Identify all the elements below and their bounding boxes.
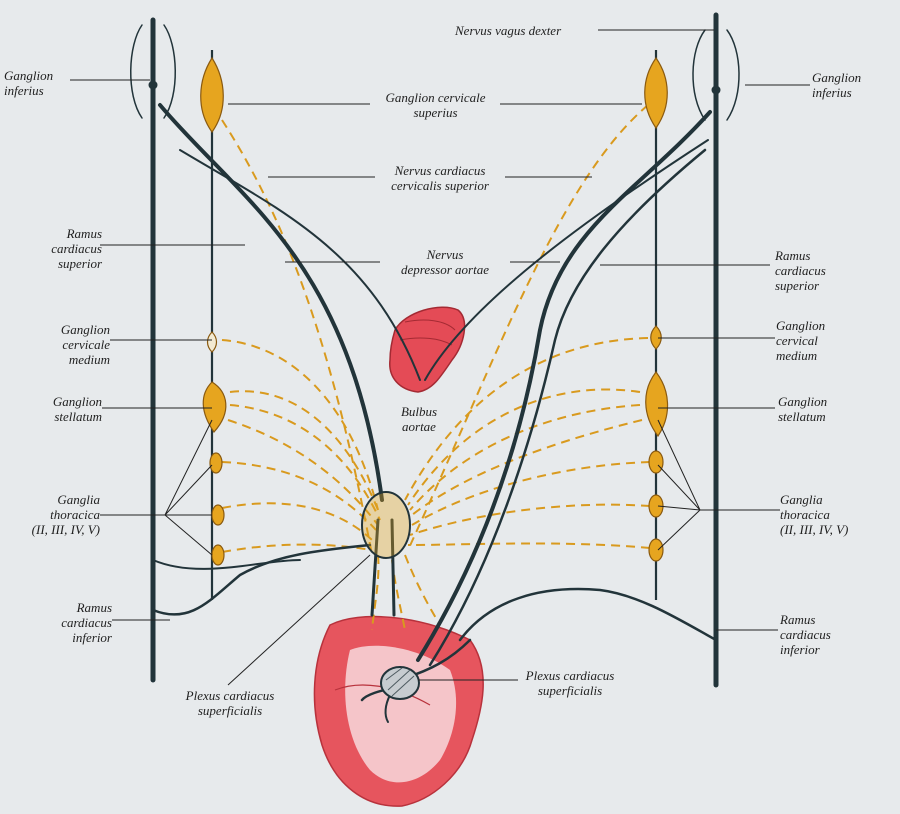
label-ramus-cardiacus-inferior-right: Ramus cardiacus inferior — [780, 612, 831, 657]
right-stellate-fiber-1 — [407, 388, 641, 506]
label-ganglion-cervicale-superius: Ganglion cervicale superius — [385, 90, 486, 120]
label-bulbus-aortae: Bulbus aortae — [400, 404, 438, 434]
ganglia — [200, 56, 669, 566]
plexus-to-heart-nerve-right — [390, 518, 396, 617]
label-nervus-vagus-dexter: Nervus vagus dexter — [455, 23, 562, 38]
plexus-to-heart-nerve-left — [370, 518, 380, 617]
label-ganglia-thoracica-left: Ganglia thoracica (II, III, IV, V) — [31, 492, 100, 537]
right-inferior-cardiac-branch — [458, 587, 718, 642]
right-thoracic-ganglion-4 — [648, 538, 664, 562]
left-depressor-aortae-nerve — [179, 149, 421, 381]
right-thoracic-fiber-2 — [409, 503, 651, 536]
aortic-bulb-shape — [389, 306, 466, 393]
right-thoracic-fiber-1 — [411, 461, 651, 526]
left-superior-cervical-ganglion — [200, 56, 224, 134]
left-thoracic-fiber-1 — [221, 461, 377, 531]
left-inferior-cardiac-branch-2 — [152, 559, 301, 570]
label-ganglion-stellatum-right: Ganglion stellatum — [778, 394, 828, 424]
aortic-bulb-shading-2 — [399, 337, 453, 346]
right-superior-cardiac-branch — [416, 110, 712, 662]
left-middle-cervical-ganglion — [206, 331, 218, 353]
left-thoracic-ganglion-3 — [211, 504, 225, 526]
heart-plexus-branch-2 — [384, 694, 391, 723]
sympathetic-fibers — [221, 104, 651, 631]
label-ganglia-thoracica-right: Ganglia thoracica (II, III, IV, V) — [780, 492, 849, 537]
right-inferior-ganglion-vagus — [711, 85, 721, 95]
right-stellate-fiber-3 — [411, 419, 643, 516]
left-thoracic-fiber-2 — [221, 502, 373, 541]
leader-lines — [70, 29, 810, 686]
left-stellate-fiber-3 — [227, 419, 379, 526]
label-nervus-depressor-aortae: Nervus depressor aortae — [401, 247, 489, 277]
left-thoracic-fiber-3 — [221, 543, 373, 553]
left-superior-cardiac-nerve-fiber — [221, 119, 373, 556]
right-superior-cardiac-nerve-fiber — [407, 104, 649, 551]
deep-cardiac-plexus — [361, 491, 411, 559]
left-stellate-fiber-1 — [229, 390, 381, 516]
right-superior-cardiac-branch-2 — [428, 148, 707, 667]
right-vagus-sheath — [692, 29, 740, 121]
right-middle-cardiac-fiber — [404, 337, 649, 501]
right-superior-cervical-ganglion — [644, 56, 668, 130]
plexus-to-heart-fiber-1 — [371, 554, 380, 631]
label-nervus-cardiacus-cervicalis-superior: Nervus cardiacus cervicalis superior — [391, 163, 489, 193]
right-depressor-aortae-nerve — [424, 139, 709, 381]
label-plexus-cardiacus-superficialis-left: Plexus cardiacus superficialis — [185, 688, 275, 718]
left-thoracic-ganglion-2 — [209, 452, 223, 474]
label-ganglion-inferius-right: Ganglion inferius — [812, 70, 862, 100]
label-ganglion-stellatum-left: Ganglion stellatum — [52, 394, 102, 424]
bulbus-aortae — [389, 306, 466, 393]
heart-groove — [334, 684, 431, 706]
left-middle-cardiac-fiber — [221, 339, 379, 511]
label-ramus-cardiacus-inferior-left: Ramus cardiacus inferior — [61, 600, 112, 645]
label-plexus-cardiacus-superficialis-right: Plexus cardiacus superficialis — [525, 668, 615, 698]
left-stellate-ganglion — [202, 381, 227, 433]
leader-plexus-cardiacus-superficialis-left — [227, 554, 371, 686]
left-stellate-fiber-2 — [229, 404, 381, 521]
right-thoracic-fiber-3 — [407, 542, 651, 549]
label-ganglion-inferius-left: Ganglion inferius — [4, 68, 54, 98]
label-ramus-cardiacus-superior-right: Ramus cardiacus superior — [775, 248, 826, 293]
aortic-bulb-shading — [404, 319, 456, 331]
left-inferior-cardiac-branch — [151, 543, 372, 616]
superficial-cardiac-plexus — [380, 666, 420, 700]
label-ganglion-cervicale-medium-right: Ganglion cervical medium — [776, 318, 826, 363]
left-thoracic-ganglion-4 — [211, 544, 225, 566]
right-middle-cervical-ganglion — [650, 325, 662, 350]
heart — [313, 615, 484, 807]
label-ganglion-cervicale-medium-left: Ganglion cervicale medium — [60, 322, 110, 367]
right-stellate-ganglion — [645, 371, 669, 438]
right-thoracic-ganglion-2 — [648, 450, 664, 474]
label-ramus-cardiacus-superior-left: Ramus cardiacus superior — [51, 226, 102, 271]
left-inferior-ganglion-vagus — [148, 80, 158, 90]
leader-ganglia-thoracica-right — [657, 419, 780, 551]
left-vagus-sheath — [130, 24, 176, 119]
plexus-to-heart-fiber-3 — [404, 554, 441, 626]
superficial-plexus-hatching — [385, 667, 415, 697]
left-superior-cardiac-branch — [158, 103, 384, 502]
cardiac-plexuses — [361, 491, 420, 700]
leader-ganglia-thoracica-left — [100, 419, 213, 556]
